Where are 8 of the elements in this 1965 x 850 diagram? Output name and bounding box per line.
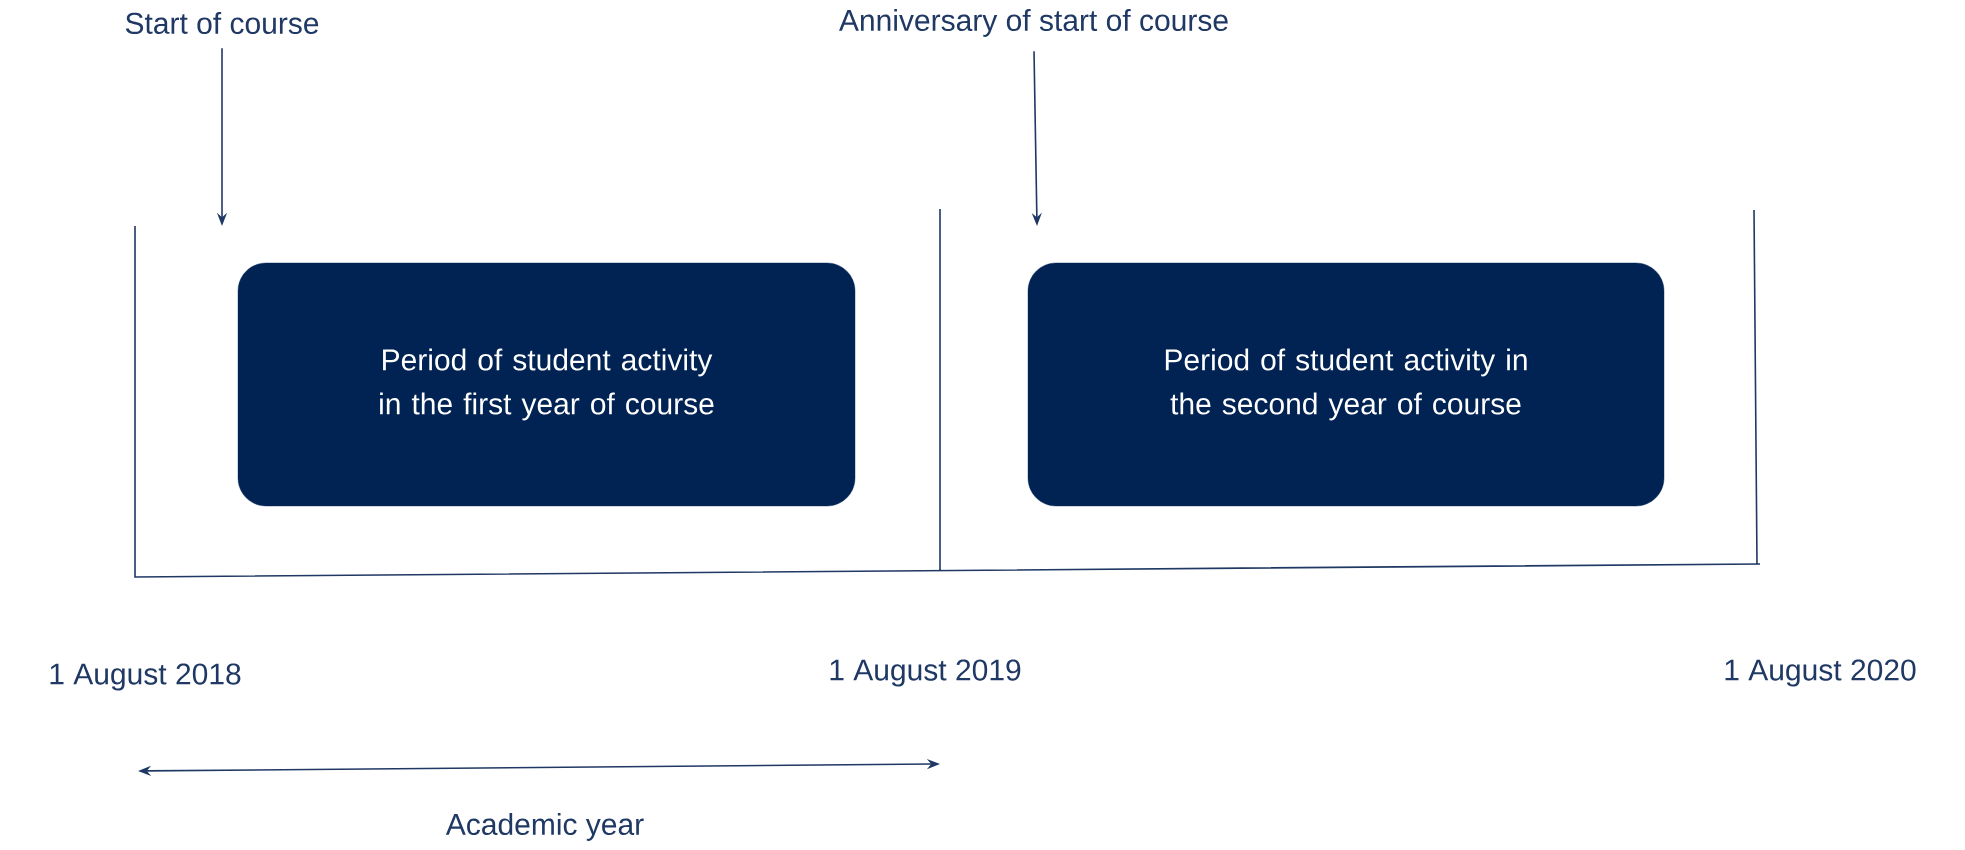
dimension-label: Academic year [445, 813, 644, 841]
date-label: 1 August 2020 [1725, 659, 1916, 687]
event-label: Start of course [125, 12, 319, 34]
activity-box: Period of student activity in the first year of course [237, 262, 856, 507]
date-label: 1 August 2018 [50, 663, 241, 691]
event-label: Anniversary of start of course [839, 9, 1228, 37]
date-label: 1 August 2019 [830, 659, 1021, 687]
activity-box: Period of student activity in the second year of course [1027, 262, 1665, 507]
